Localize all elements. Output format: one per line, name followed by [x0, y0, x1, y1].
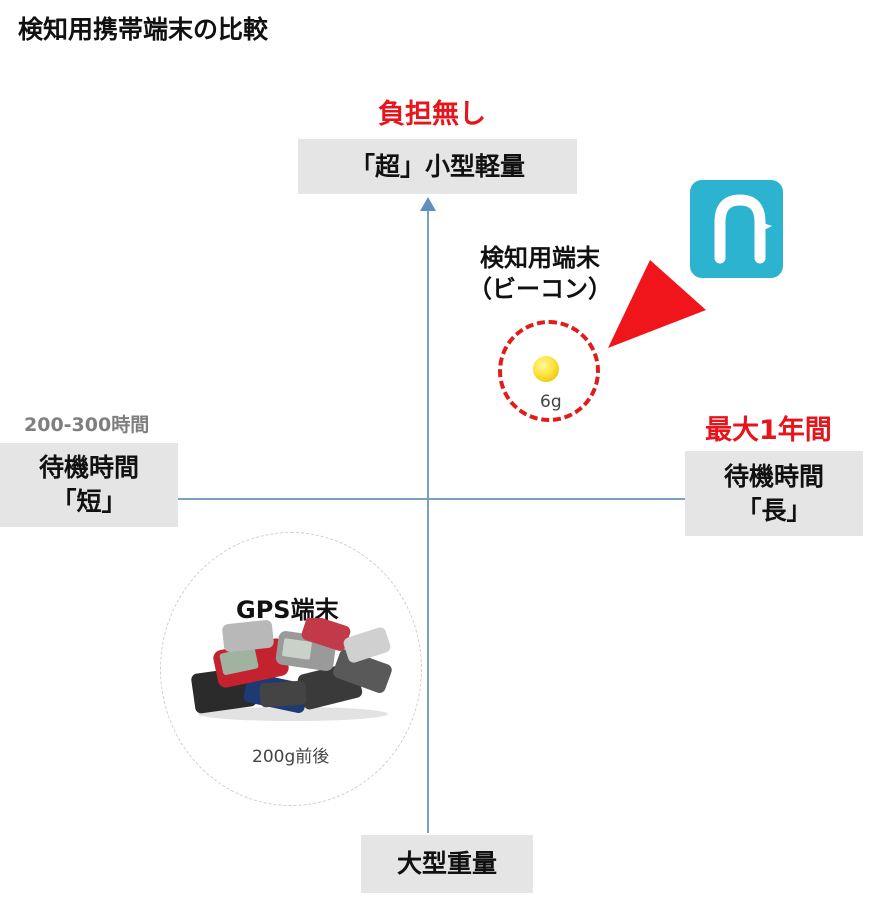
- up-arrow-icon: [420, 197, 436, 211]
- top-axis-label-text: 「超」小型軽量: [349, 151, 525, 181]
- beacon-highlight-ring: [498, 320, 600, 422]
- top-axis-label: 「超」小型軽量: [298, 139, 577, 194]
- right-axis-label: 待機時間 「長」: [685, 451, 863, 536]
- bottom-axis-label-text: 大型重量: [396, 849, 497, 879]
- beacon-device-icon: [533, 356, 559, 382]
- beacon-weight: 6g: [540, 392, 562, 412]
- top-note: 負担無し: [378, 99, 486, 130]
- bottom-axis-label: 大型重量: [361, 835, 533, 893]
- vertical-axis: [427, 205, 429, 833]
- beacon-title-line1: 検知用端末: [480, 244, 600, 272]
- right-note: 最大1年間: [705, 415, 832, 446]
- left-note: 200-300時間: [24, 414, 150, 436]
- left-axis-label-line2: 「短」: [51, 487, 127, 516]
- beacon-title: 検知用端末 （ビーコン）: [455, 243, 625, 305]
- left-axis-label-line1: 待機時間: [38, 453, 139, 483]
- beacon-title-line2: （ビーコン）: [468, 275, 612, 304]
- horizontal-axis: [178, 498, 685, 500]
- gps-weight: 200g前後: [252, 747, 330, 767]
- pointer-arrow-icon: [608, 260, 706, 348]
- right-axis-label-line1: 待機時間: [723, 461, 824, 491]
- app-logo-icon: [690, 180, 783, 278]
- left-axis-label: 待機時間 「短」: [0, 443, 178, 527]
- gps-highlight-circle: [160, 532, 422, 806]
- phones-pile-image: [191, 618, 392, 721]
- page-title: 検知用携帯端末の比較: [18, 15, 269, 44]
- right-axis-label-line2: 「長」: [736, 495, 812, 525]
